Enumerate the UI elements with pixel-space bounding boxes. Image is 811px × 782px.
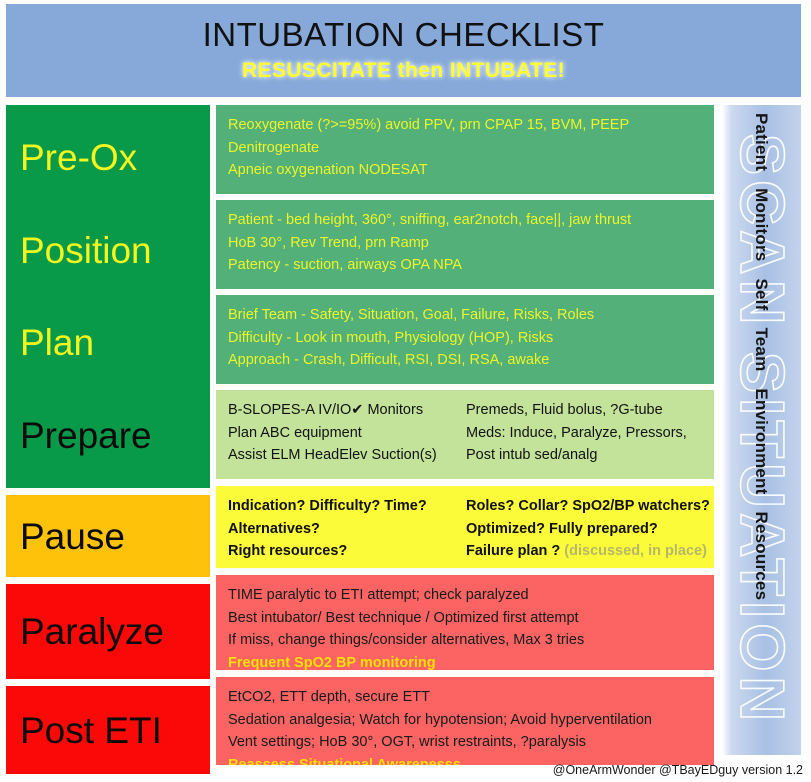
panel-line-emphasis: Frequent SpO2 BP monitoring — [228, 654, 436, 670]
stage-group-green: Pre-Ox Position Plan Prepare — [6, 105, 210, 488]
scan-item-team: Team — [752, 327, 772, 372]
content-column: Reoxygenate (?>=95%) avoid PPV, prn CPAP… — [216, 105, 714, 765]
panel-line: Assist ELM HeadElev Suction(s) — [228, 447, 437, 464]
stage-block-paralyze[interactable]: Paralyze — [6, 584, 210, 679]
panel-line: Post intub sed/analg — [466, 447, 598, 464]
scan-sidebar: SCAN SITUATION PatientMonitorsSelfTeamEn… — [722, 105, 801, 755]
panel-line-emphasis: Reassess Situational Awarenesss — [228, 756, 461, 765]
panel-line: Right resources? — [228, 543, 348, 560]
scan-items-text: PatientMonitorsSelfTeamEnvironmentResour… — [752, 113, 772, 617]
scan-item-resources: Resources — [752, 511, 772, 601]
panel-line: Patency - suction, airways OPA NPA — [228, 257, 462, 274]
panel-line: Sedation analgesia; Watch for hypotensio… — [228, 711, 652, 728]
panel-plan: Brief Team - Safety, Situation, Goal, Fa… — [216, 295, 714, 384]
panel-line: Patient - bed height, 360°, sniffing, ea… — [228, 212, 632, 228]
scan-item-environment: Environment — [752, 388, 772, 495]
panel-line-failure-plan: Failure plan ? (discussed, in place) — [466, 540, 710, 563]
panel-line: Vent settings; HoB 30°, OGT, wrist restr… — [228, 734, 586, 751]
stage-label-pause: Pause — [20, 515, 125, 557]
panel-paralyze: TIME paralytic to ETI attempt; check par… — [216, 575, 714, 670]
stage-label-post-eti: Post ETI — [20, 709, 162, 751]
panel-line: Best intubator/ Best technique / Optimiz… — [228, 609, 579, 626]
stage-block-pause[interactable]: Pause — [6, 495, 210, 577]
stage-label-prepare[interactable]: Prepare — [20, 415, 152, 457]
panel-line: EtCO2, ETT depth, secure ETT — [228, 689, 431, 705]
stage-block-post-eti[interactable]: Post ETI — [6, 686, 210, 774]
panel-line: Alternatives? — [228, 520, 320, 537]
failure-plan-note: (discussed, in place) — [564, 543, 707, 560]
page-title: INTUBATION CHECKLIST — [202, 16, 605, 54]
panel-post-eti: EtCO2, ETT depth, secure ETT Sedation an… — [216, 677, 714, 765]
scan-item-monitors: Monitors — [752, 188, 772, 262]
stage-label-paralyze: Paralyze — [20, 611, 164, 652]
panel-line: Indication? Difficulty? Time? — [228, 498, 427, 514]
scan-items: PatientMonitorsSelfTeamEnvironmentResour… — [722, 105, 801, 755]
stage-label-plan[interactable]: Plan — [20, 322, 95, 364]
panel-prepare: B-SLOPES-A IV/IO✔ Monitors Plan ABC equi… — [216, 390, 714, 479]
panel-prepare-left-column: B-SLOPES-A IV/IO✔ Monitors Plan ABC equi… — [228, 399, 466, 471]
panel-line: Approach - Crash, Difficult, RSI, DSI, R… — [228, 352, 550, 369]
panel-line: If miss, change things/consider alternat… — [228, 632, 585, 649]
panel-line: Difficulty - Look in mouth, Physiology (… — [228, 329, 554, 346]
footer-credits: @OneArmWonder @TBayEDguy version 1.2 — [552, 763, 803, 777]
panel-line: Plan ABC equipment — [228, 424, 362, 441]
panel-line: Apneic oxygenation NODESAT — [228, 162, 428, 179]
header-subtitle: RESUSCITATE then INTUBATE! — [241, 58, 566, 82]
panel-line: Brief Team - Safety, Situation, Goal, Fa… — [228, 307, 595, 323]
panel-pause: Indication? Difficulty? Time? Alternativ… — [216, 486, 714, 568]
scan-item-self: Self — [752, 278, 772, 311]
stage-label-position[interactable]: Position — [20, 229, 152, 271]
panel-line: Roles? Collar? SpO2/BP watchers? — [466, 498, 710, 514]
scan-item-patient: Patient — [752, 113, 772, 172]
panel-line: Meds: Induce, Paralyze, Pressors, — [466, 424, 687, 441]
panel-line: Optimized? Fully prepared? — [466, 520, 658, 537]
panel-line: TIME paralytic to ETI attempt; check par… — [228, 587, 529, 603]
stage-label-column: Pre-Ox Position Plan Prepare Pause Paral… — [6, 105, 210, 774]
panel-prepare-right-column: Premeds, Fluid bolus, ?G-tube Meds: Indu… — [466, 399, 704, 471]
panel-pre-ox: Reoxygenate (?>=95%) avoid PPV, prn CPAP… — [216, 105, 714, 194]
panel-line: Denitrogenate — [228, 139, 320, 156]
panel-pause-left-column: Indication? Difficulty? Time? Alternativ… — [228, 495, 466, 560]
panel-pause-right-column: Roles? Collar? SpO2/BP watchers? Optimiz… — [466, 495, 710, 560]
panel-line: Premeds, Fluid bolus, ?G-tube — [466, 402, 663, 418]
stage-label-pre-ox[interactable]: Pre-Ox — [20, 136, 138, 178]
panel-line: HoB 30°, Rev Trend, prn Ramp — [228, 234, 429, 251]
panel-position: Patient - bed height, 360°, sniffing, ea… — [216, 200, 714, 289]
panel-line: B-SLOPES-A IV/IO✔ Monitors — [228, 402, 424, 418]
failure-plan-text: Failure plan ? — [466, 543, 561, 560]
panel-line: Reoxygenate (?>=95%) avoid PPV, prn CPAP… — [228, 117, 630, 133]
header-banner: INTUBATION CHECKLIST RESUSCITATE then IN… — [6, 4, 801, 97]
